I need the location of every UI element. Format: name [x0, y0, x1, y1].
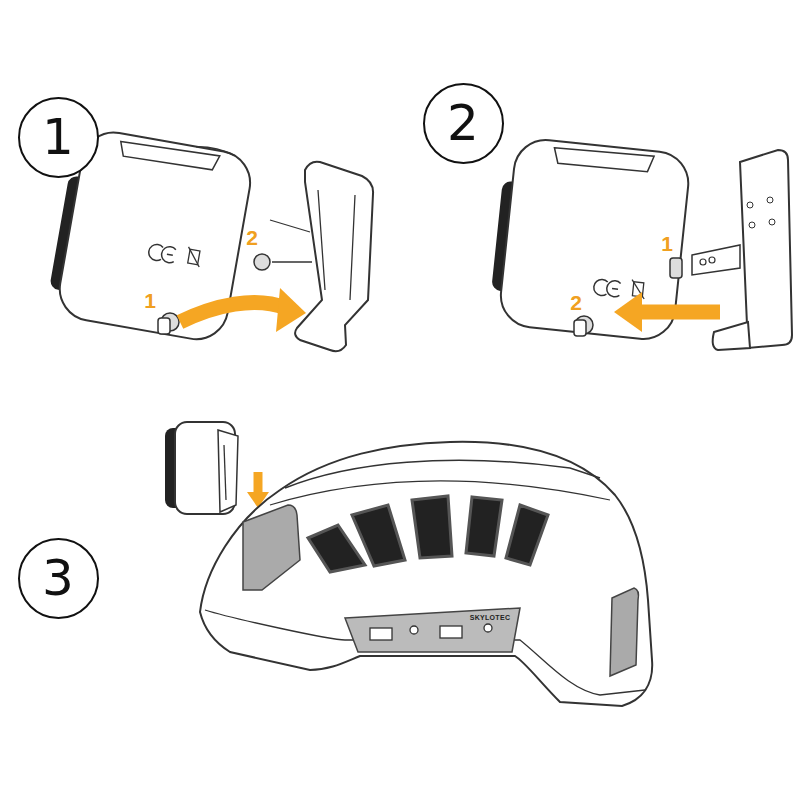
- brand-name: SKYLOTEC: [470, 614, 511, 621]
- clip-plate: [740, 150, 792, 348]
- helmet: [200, 442, 652, 706]
- step-number-circle: 3: [18, 538, 99, 619]
- step-number: 2: [447, 98, 479, 148]
- lamp-device: [165, 422, 238, 514]
- step-number: 1: [42, 112, 74, 162]
- clip-plate: [295, 162, 373, 352]
- step-number-circle: 1: [18, 97, 99, 178]
- motion-arrow: [180, 303, 286, 322]
- callout-number: 1: [661, 233, 673, 254]
- callout-number: 2: [570, 292, 582, 313]
- step-number: 3: [42, 553, 74, 603]
- callout-number: 2: [246, 227, 258, 248]
- callout-number: 1: [144, 290, 156, 311]
- motion-arrow: [640, 305, 720, 320]
- step-number-circle: 2: [423, 83, 504, 164]
